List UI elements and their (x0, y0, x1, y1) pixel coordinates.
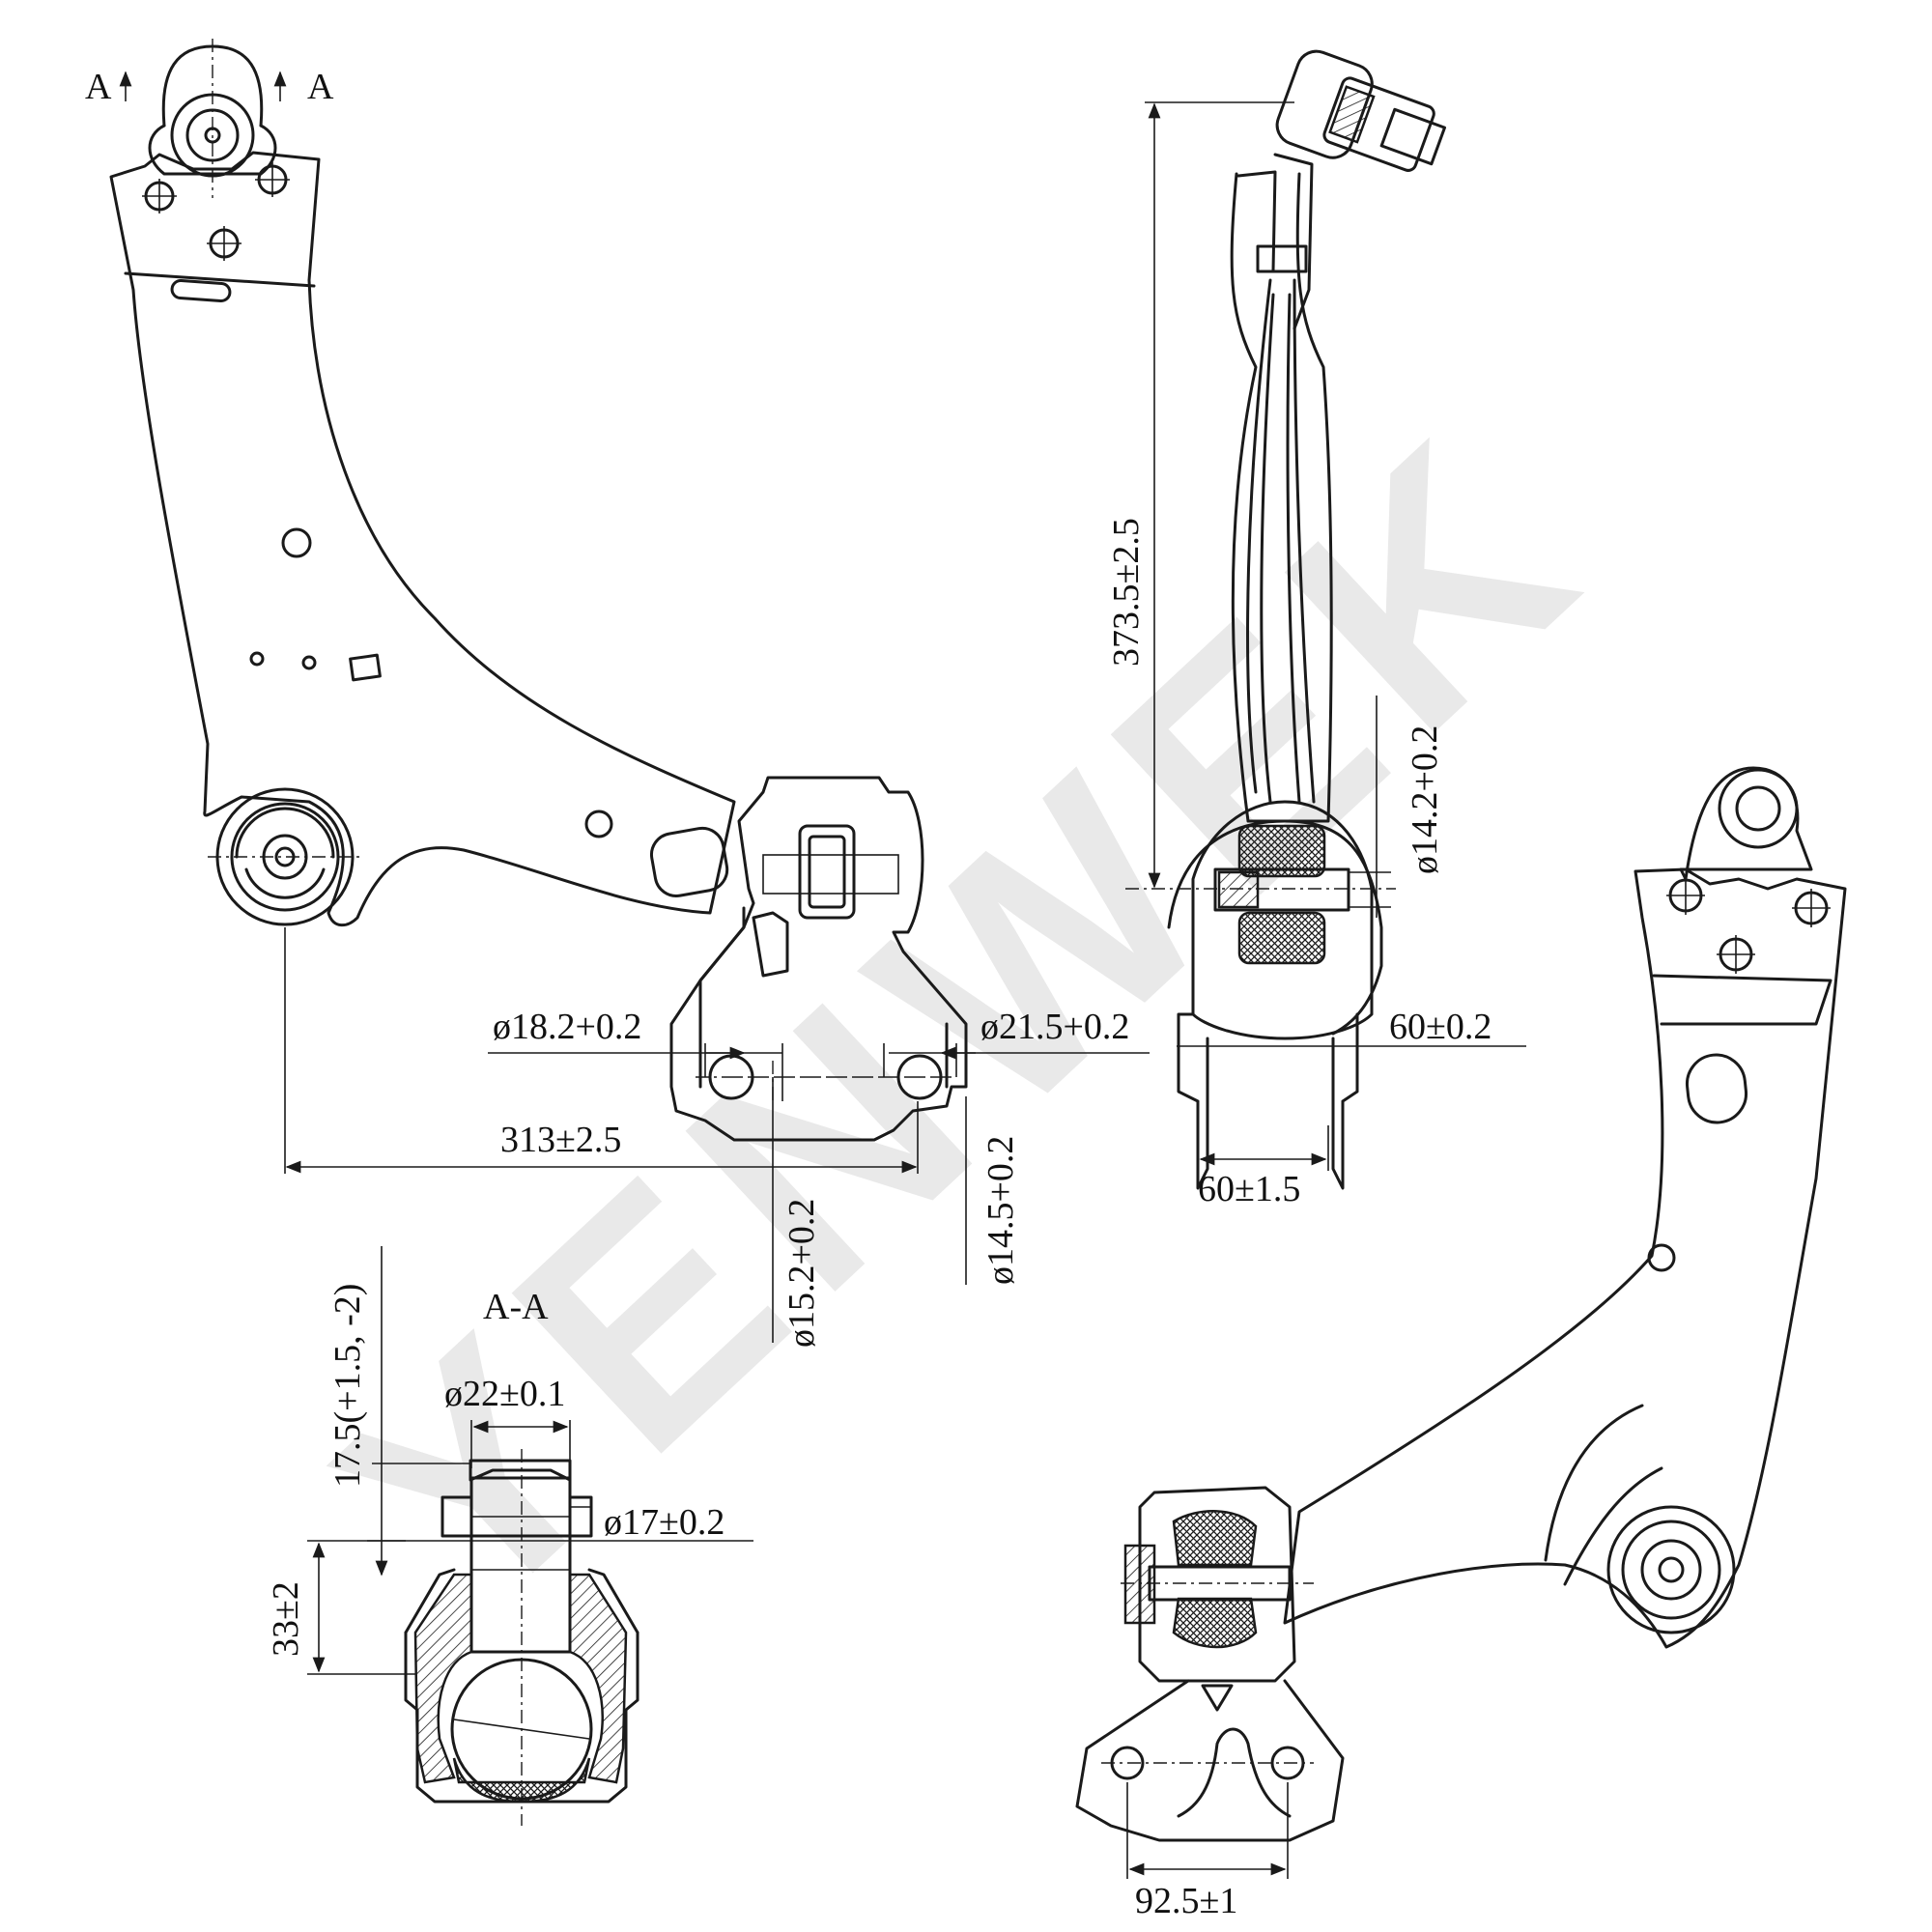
dim-14-5-label: ø14.5+0.2 (980, 1136, 1021, 1285)
front-bushing (208, 787, 362, 926)
dim-15-2-label: ø15.2+0.2 (781, 1199, 822, 1348)
iso-arm-outline (1283, 867, 1847, 1649)
dim-313: 313±2.5 (284, 927, 919, 1174)
section-label-right: A (307, 67, 334, 107)
section-title: A-A (483, 1287, 549, 1327)
dim-22-label: ø22±0.1 (444, 1374, 565, 1414)
dim-33-label: 33±2 (266, 1581, 306, 1657)
dim-stud-17: ø17±0.2 (367, 1502, 753, 1543)
socket-housing (413, 1573, 473, 1784)
section-label-left: A (85, 67, 112, 107)
dim-17-label: ø17±0.2 (604, 1502, 724, 1543)
dim-bore: ø14.2+0.2 (1348, 696, 1445, 918)
dim-hole-spacing: ø18.2+0.2 ø21.5+0.2 (488, 1007, 1150, 1060)
dim-60-0-2: 60±0.2 (1177, 1007, 1526, 1047)
side-bushing (1125, 800, 1396, 1190)
arm-iso-view: 92.5±1 (1075, 766, 1847, 1921)
arm-plan-view: A A 313±2.5 ø18.2+0.2 ø21.5+0.2 ø15.2+0.… (85, 39, 1150, 1348)
rear-bushing-bracket (669, 776, 968, 1142)
section-marker: A A (85, 67, 334, 107)
dim-18-2-label: ø18.2+0.2 (493, 1007, 641, 1047)
dim-17-5-label: 17.5(+1.5, -2) (327, 1284, 368, 1488)
iso-rear-bushing (1606, 1505, 1736, 1634)
dim-vertical-holes: ø15.2+0.2 ø14.5+0.2 (772, 1077, 1021, 1348)
dim-373-5-label: 373.5±2.5 (1106, 518, 1147, 667)
section-a-a: A-A ø22±0.1 ø17±0.2 17. (266, 1246, 753, 1826)
dim-92-5-label: 92.5±1 (1135, 1881, 1237, 1921)
dim-92-5: 92.5±1 (1126, 1782, 1289, 1921)
dim-60-1-5-label: 60±1.5 (1198, 1169, 1300, 1209)
iso-front-bushing (1075, 1486, 1345, 1842)
dim-21-5-label: ø21.5+0.2 (980, 1007, 1129, 1047)
dim-14-2-label: ø14.2+0.2 (1405, 725, 1445, 874)
arm-outline (109, 151, 736, 927)
dim-60-1-5: 60±1.5 (1197, 1125, 1329, 1209)
dim-stud-22: ø22±0.1 (444, 1374, 571, 1468)
dim-taper: 17.5(+1.5, -2) (327, 1246, 471, 1577)
mount-holes (142, 162, 290, 261)
dim-33: 33±2 (266, 1540, 415, 1675)
dim-313-label: 313±2.5 (500, 1120, 621, 1160)
dim-60-0-2-label: 60±0.2 (1389, 1007, 1492, 1047)
dim-373-5: 373.5±2.5 (1106, 101, 1294, 889)
arm-side-view: 373.5±2.5 ø14.2+0.2 60±0.2 60±1.5 (1106, 49, 1526, 1209)
